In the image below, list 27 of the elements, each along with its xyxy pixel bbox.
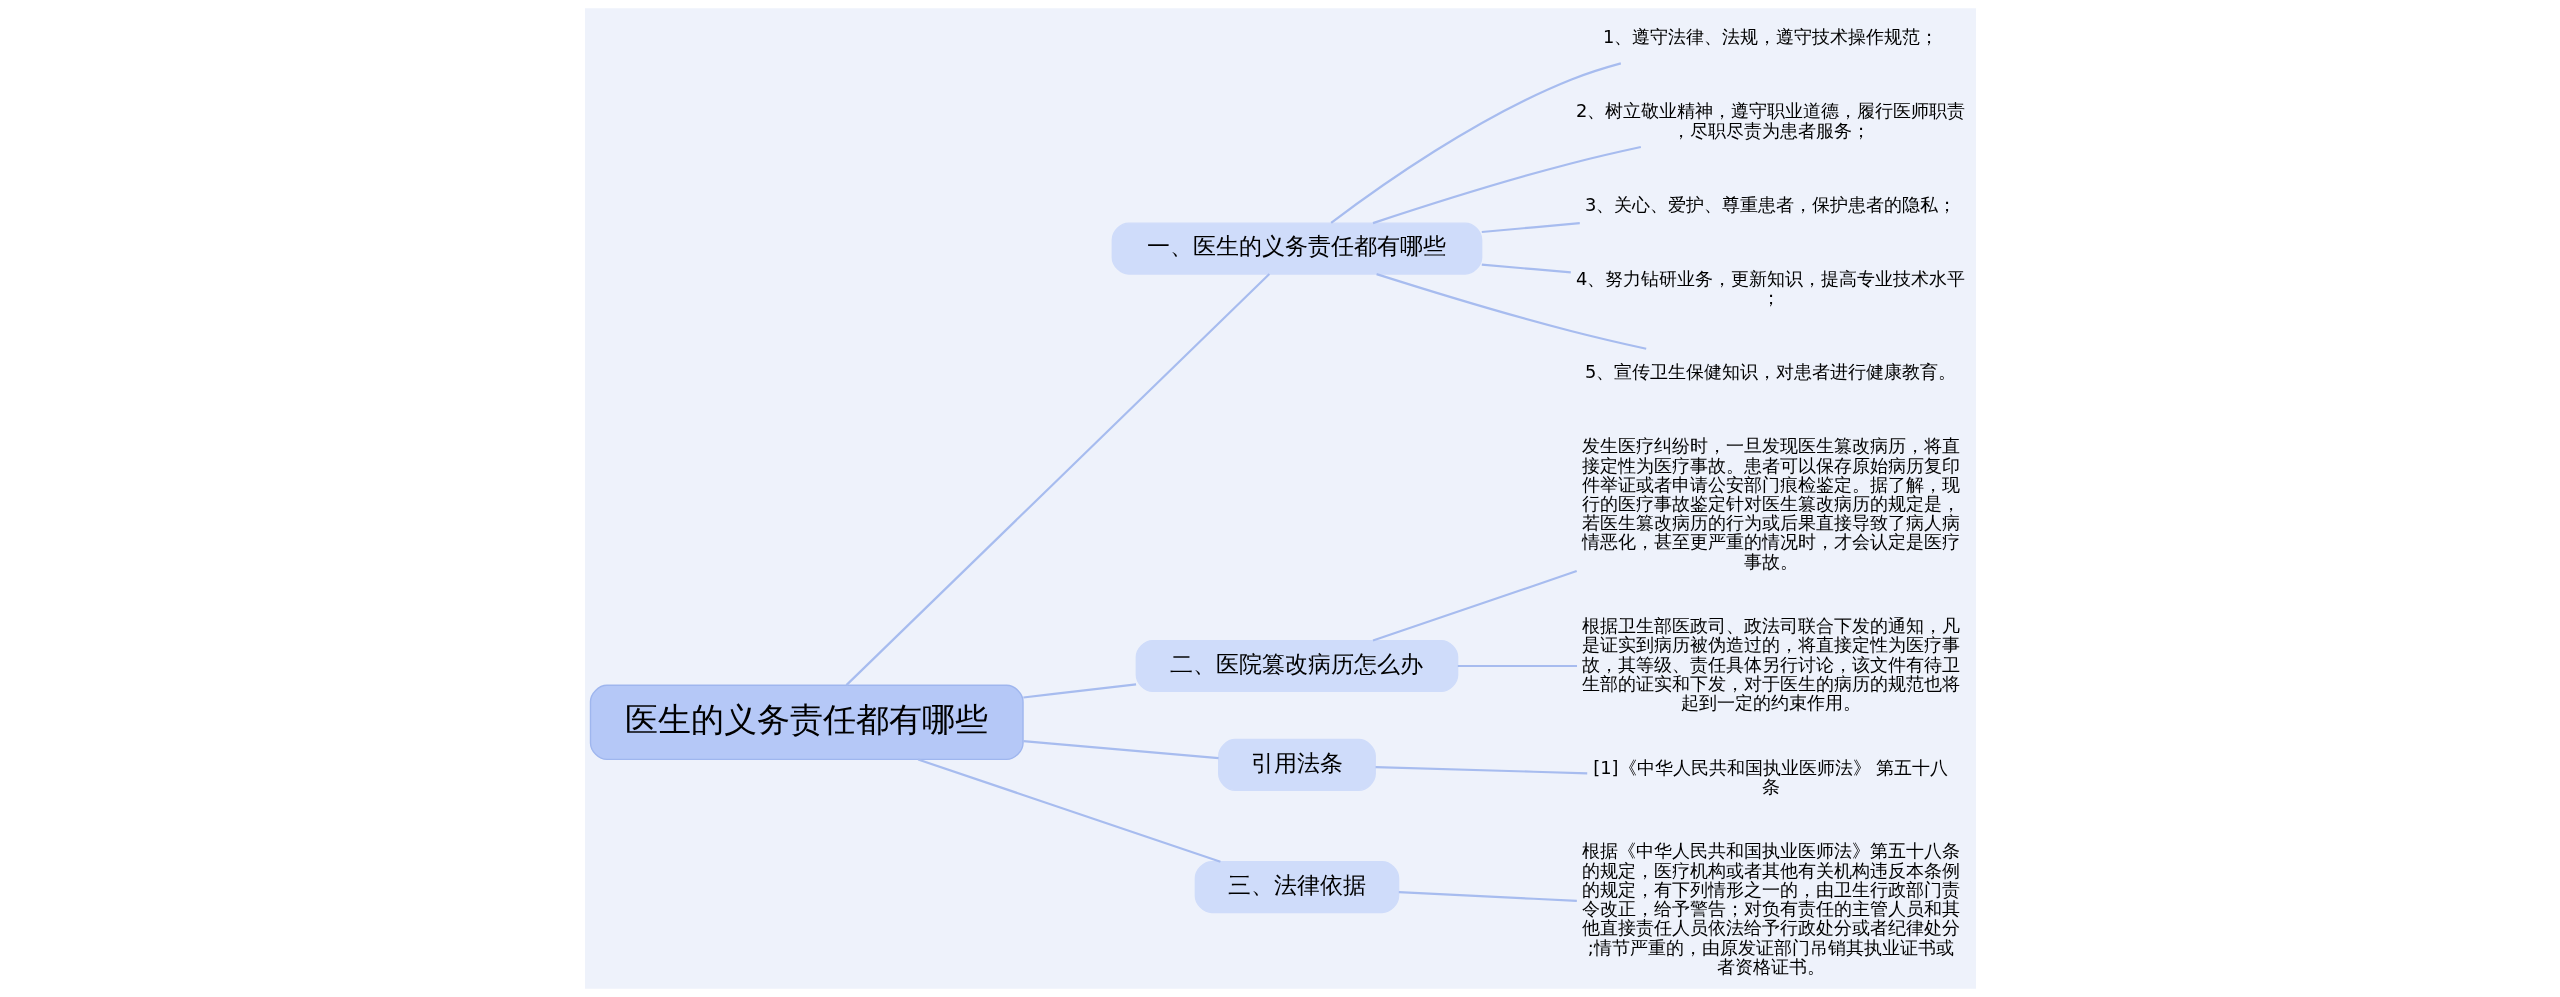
connector	[1375, 766, 1587, 775]
node-text: 5、宣传卫生保健知识，对患者进行健康教育。	[1584, 361, 1956, 383]
connector	[1022, 740, 1219, 760]
node-text: 根据卫生部医政司、政法司联合下发的通知，凡是证实到病历被伪造过的，将直接定性为医疗事故，其等级、责任具体另行讨论，该文件有待卫生部的证实和下发，对于医生的病历的规范也将起到一定的约束作用。	[1581, 615, 1960, 714]
node-box: 医生的义务责任都有哪些	[589, 684, 1024, 761]
connector	[1330, 62, 1621, 224]
node-text: 发生医疗纠纷时，一旦发现医生篡改病历，将直接定性为医疗事故。患者可以保存原始病历复印件举证或者申请公安部门痕检鉴定。据了解，现行的医疗事故鉴定针对医生篡改病历的规定是，若医生篡改病历的行为或后果直接导致了病人病情恶化，甚至更严重的情况时，才会认定是医疗事故。	[1581, 435, 1960, 572]
connector	[1372, 145, 1641, 225]
node-text: [1]《中华人民共和国执业医师法》 第五十八条	[1592, 756, 1948, 797]
node-box: 引用法条	[1217, 738, 1376, 791]
node-text: 4、努力钻研业务，更新知识，提高专业技术水平；	[1575, 267, 1965, 309]
node-text: 1、遵守法律、法规，遵守技术操作规范；	[1602, 26, 1938, 48]
connector	[1022, 683, 1136, 699]
node-text: 根据《中华人民共和国执业医师法》第五十八条的规定，医疗机构或者其他有关机构违反本条例的规定，有下列情形之一的，由卫生行政部门责令改正，给予警告；对负有责任的主管人员和其他直接责任人员依法给予行政处分或者纪律处分;情节严重的，由原发证部门吊销其执业证书或者资格证书。	[1581, 840, 1960, 977]
connector	[1481, 263, 1571, 274]
connector	[1372, 570, 1577, 642]
node-box: 三、法律依据	[1194, 861, 1399, 914]
connector	[917, 758, 1221, 863]
node-text: 2、树立敬业精神，遵守职业道德，履行医师职责，尽职尽责为患者服务；	[1575, 100, 1965, 141]
node-box: 二、医院篡改病历怎么办	[1135, 639, 1458, 693]
connector	[845, 273, 1270, 686]
connector	[1398, 891, 1577, 902]
node-box: 一、医生的义务责任都有哪些	[1111, 222, 1482, 275]
connector	[1481, 222, 1580, 234]
node-text: 3、关心、爱护、尊重患者，保护患者的隐私；	[1584, 193, 1956, 215]
connector	[1375, 273, 1646, 350]
connector	[1457, 664, 1577, 668]
